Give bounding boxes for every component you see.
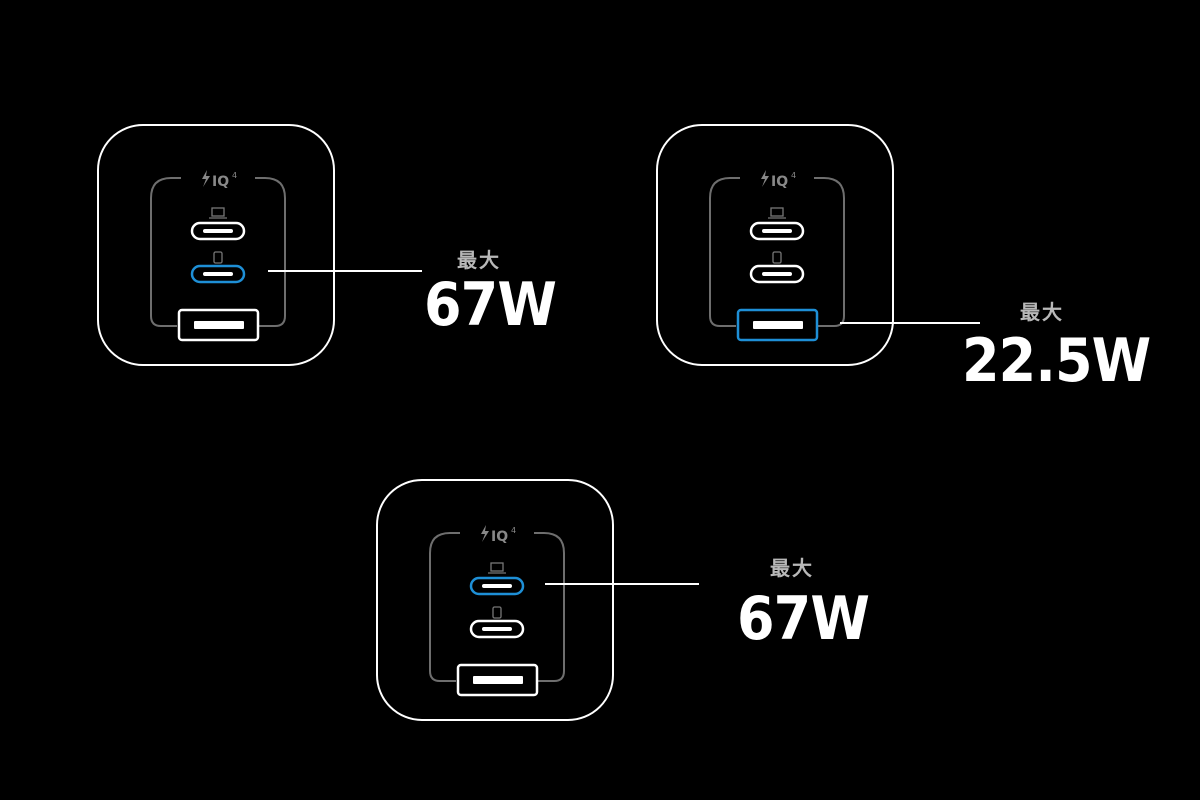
charger-panel-2: IQ 4 bbox=[656, 124, 894, 366]
phone-icon bbox=[213, 251, 223, 264]
callout-2-value: 22.5W bbox=[962, 326, 1151, 396]
charger-panel-3: IQ 4 bbox=[376, 479, 614, 721]
usb-a-port-tongue bbox=[194, 321, 244, 329]
brand-superscript: 4 bbox=[232, 171, 237, 180]
brand-superscript: 4 bbox=[511, 526, 516, 535]
lightning-iq-icon: IQ 4 bbox=[481, 525, 516, 545]
usb-c-port-2 bbox=[469, 619, 525, 639]
usb-c-port-1 bbox=[749, 221, 805, 241]
usb-c-port-1 bbox=[190, 221, 246, 241]
charger-panel-1: IQ 4 bbox=[97, 124, 335, 366]
brand-superscript: 4 bbox=[791, 171, 796, 180]
usb-a-port-highlighted bbox=[736, 308, 819, 342]
callout-1-caption: 最大 bbox=[457, 248, 501, 272]
usb-c-port-1-tongue bbox=[203, 229, 233, 233]
leader-line-3 bbox=[545, 583, 699, 585]
laptop-icon bbox=[768, 207, 786, 219]
charger-face-1: IQ 4 bbox=[150, 170, 286, 342]
bracket-left bbox=[150, 177, 181, 327]
callout-1-value: 67W bbox=[424, 270, 557, 340]
usb-a-port bbox=[177, 308, 260, 342]
callout-3-caption: 最大 bbox=[770, 556, 814, 580]
laptop-icon bbox=[488, 562, 506, 574]
lightning-iq-icon: IQ 4 bbox=[761, 170, 796, 190]
leader-line-2 bbox=[840, 322, 980, 324]
usb-c-port-1-tongue bbox=[762, 229, 792, 233]
usb-a-port-tongue bbox=[473, 676, 523, 684]
leader-line-1 bbox=[268, 270, 422, 272]
usb-c-port-1-tongue bbox=[482, 584, 512, 588]
bracket-left bbox=[429, 532, 460, 682]
usb-a-port bbox=[456, 663, 539, 697]
charger-face-2: IQ 4 bbox=[709, 170, 845, 342]
usb-c-port-2 bbox=[749, 264, 805, 284]
usb-a-port-tongue bbox=[753, 321, 803, 329]
callout-3-value: 67W bbox=[737, 584, 870, 654]
charger-face-3: IQ 4 bbox=[429, 525, 565, 697]
usb-c-port-2-tongue bbox=[762, 272, 792, 276]
phone-icon bbox=[772, 251, 782, 264]
usb-c-port-1-highlighted bbox=[469, 576, 525, 596]
bracket-right bbox=[255, 177, 286, 327]
bracket-left bbox=[709, 177, 740, 327]
bracket-right bbox=[814, 177, 845, 327]
lightning-iq-icon: IQ 4 bbox=[202, 170, 237, 190]
callout-2-caption: 最大 bbox=[1020, 300, 1064, 324]
phone-icon bbox=[492, 606, 502, 619]
laptop-icon bbox=[209, 207, 227, 219]
usb-c-port-2-tongue bbox=[203, 272, 233, 276]
brand-text: IQ bbox=[491, 529, 508, 545]
usb-c-port-2-highlighted bbox=[190, 264, 246, 284]
bracket-right bbox=[534, 532, 565, 682]
usb-c-port-2-tongue bbox=[482, 627, 512, 631]
brand-text: IQ bbox=[212, 174, 229, 190]
brand-text: IQ bbox=[771, 174, 788, 190]
